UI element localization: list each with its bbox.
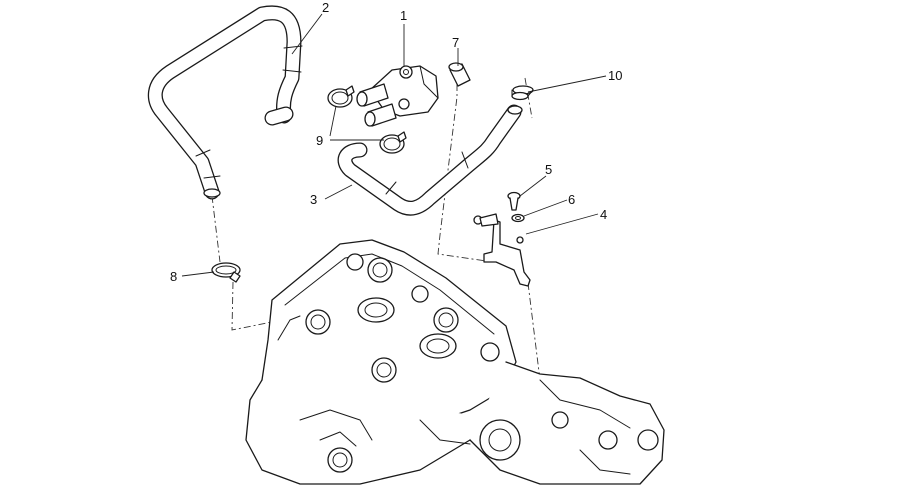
callout-1: 1: [400, 8, 407, 23]
mounting-bracket: [473, 213, 531, 287]
hose-clamps: [327, 85, 407, 154]
hose-clamp-lower: [211, 262, 241, 283]
callout-10: 10: [608, 68, 622, 83]
leader-lines: [181, 13, 607, 277]
screw: [507, 191, 521, 211]
breather-hose-lower: [337, 104, 523, 216]
callout-8: 8: [170, 269, 177, 284]
callout-7: 7: [452, 35, 459, 50]
callout-3: 3: [310, 192, 317, 207]
assembly-lines: [211, 77, 541, 381]
washer: [511, 213, 525, 223]
engine-cylinder-head: [245, 239, 665, 485]
callout-9: 9: [316, 133, 323, 148]
breather-valve: [356, 65, 439, 127]
callout-labels: 1 2 3 4 5 6 7 8 9 10: [170, 0, 622, 284]
callout-5: 5: [545, 162, 552, 177]
callout-2: 2: [322, 0, 329, 15]
callout-6: 6: [568, 192, 575, 207]
callout-4: 4: [600, 207, 607, 222]
grommet: [511, 85, 534, 101]
breather-hose-upper: [147, 5, 303, 200]
rubber-cap: [448, 62, 471, 87]
